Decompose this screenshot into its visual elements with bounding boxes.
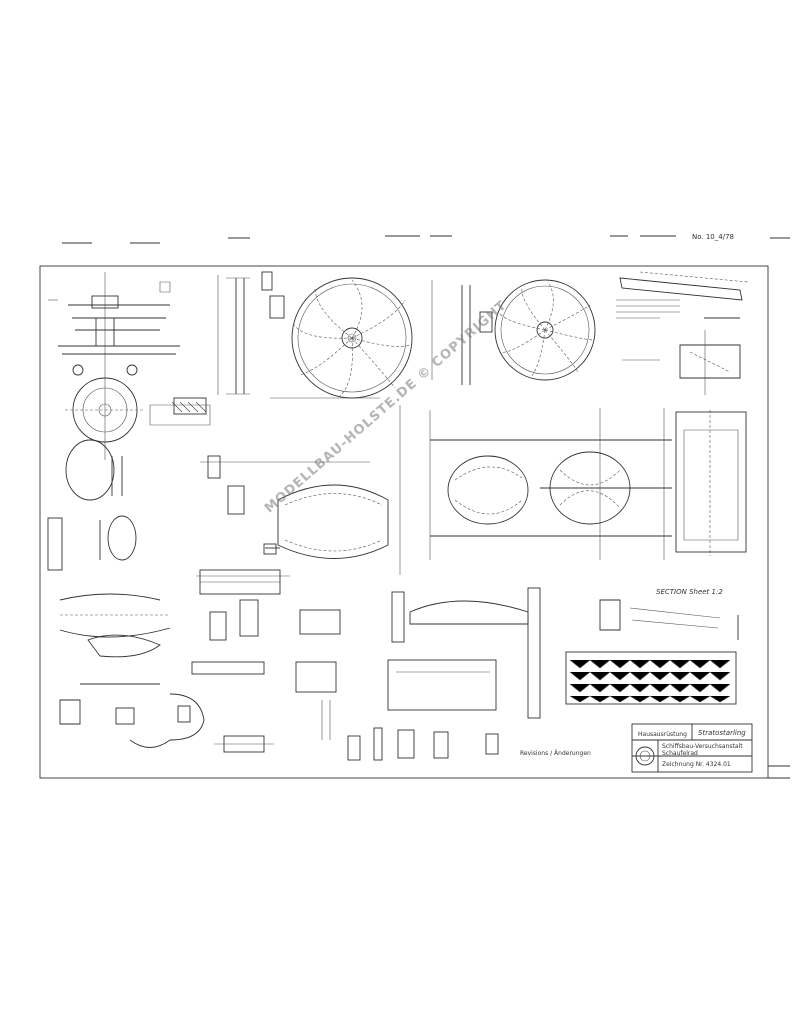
title-block-line2: Schaufelrad — [662, 750, 698, 757]
bottom-small-parts — [59, 693, 499, 761]
title-block-name: Stratostarling — [698, 729, 746, 737]
drawing-number: No. 10_4/78 — [692, 233, 734, 241]
upper-right-detail — [616, 271, 749, 395]
paddle-box-elevation — [429, 408, 747, 560]
company-seal-icon — [635, 746, 655, 766]
title-block-line1: Schiffsbau-Versuchsanstalt — [662, 743, 743, 750]
lower-middle-parts — [59, 569, 541, 719]
title-block-drawing-ref: Zeichnung Nr. 4324.01 — [662, 761, 731, 768]
title-block-sub: Hausausrüstung — [638, 731, 687, 738]
title-block-frame — [631, 723, 753, 773]
central-section-view — [196, 405, 401, 577]
sheet-border — [39, 265, 769, 779]
paddle-spokes-right — [497, 281, 595, 379]
section-scale-note: SECTION Sheet 1:2 — [656, 588, 723, 596]
paddle-spokes-left — [293, 279, 411, 397]
paddle-wheel-side-view-right — [431, 279, 596, 385]
middle-left-parts — [47, 397, 211, 571]
revision-note: Revisions / Änderungen — [520, 750, 591, 757]
top-registration-marks — [62, 235, 790, 244]
paddle-wheel-side-view-left — [217, 271, 413, 399]
shaft-assembly-view — [48, 272, 180, 460]
deck-plank-pattern — [565, 599, 739, 705]
chevron-hatch — [569, 659, 731, 703]
